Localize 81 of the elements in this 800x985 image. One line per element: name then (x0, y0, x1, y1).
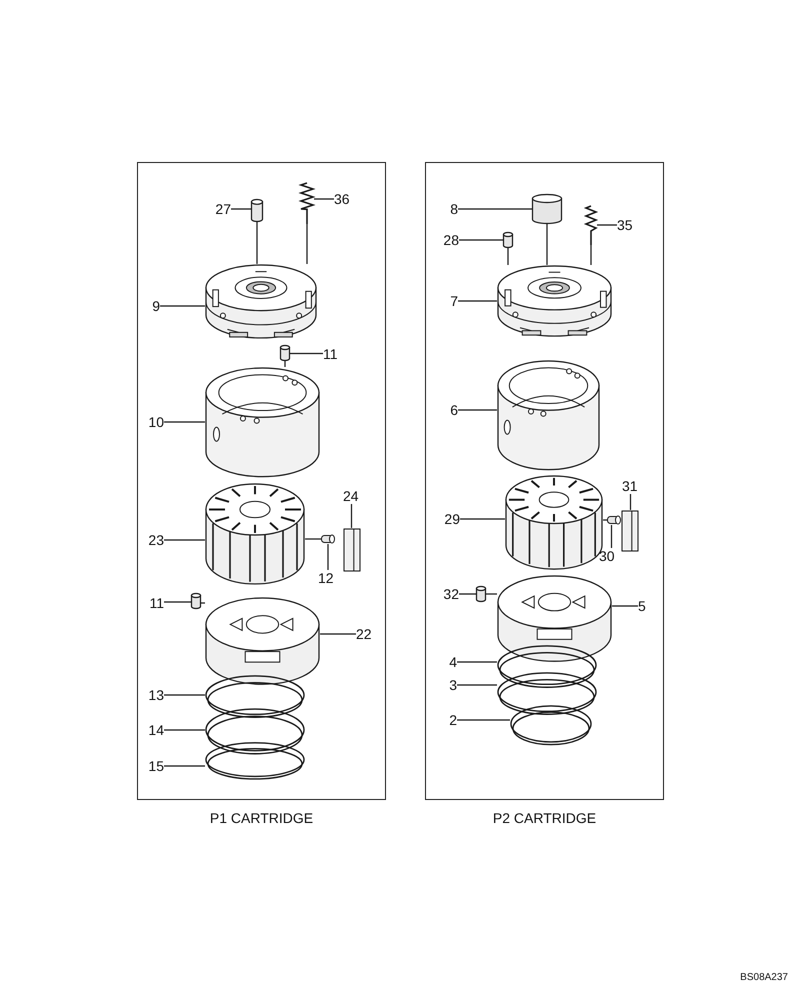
callout-number: 3 (448, 677, 457, 693)
callout-number: 24 (343, 488, 360, 504)
leader-line (320, 633, 356, 635)
callout-number: 36 (334, 191, 351, 207)
assembly-line (256, 222, 258, 264)
leader-line (164, 601, 191, 603)
panel-title: P1 CARTRIDGE (210, 810, 314, 826)
pin-drawing (280, 345, 290, 361)
callout-number: 15 (147, 758, 164, 774)
leader-line (597, 224, 617, 226)
leader-line (612, 605, 638, 607)
callout-number: 13 (147, 687, 164, 703)
cover-drawing (497, 265, 612, 338)
pin-drawing (607, 515, 621, 525)
leader-line (630, 494, 632, 510)
leader-line (164, 729, 205, 731)
callout-number: 5 (638, 598, 647, 614)
callout-number: 22 (356, 626, 373, 642)
callout-number: 29 (443, 511, 460, 527)
port-plate-drawing (205, 597, 320, 685)
port-plate-drawing (497, 575, 612, 662)
callout-number: 2 (448, 712, 457, 728)
assembly-line (486, 593, 497, 595)
callout-number: 10 (147, 414, 164, 430)
callout-number: 23 (147, 532, 164, 548)
leader-line (160, 305, 205, 307)
panel-title: P2 CARTRIDGE (492, 810, 596, 826)
leader-line (459, 593, 476, 595)
leader-line (164, 694, 205, 696)
callout-number: 14 (147, 722, 164, 738)
rotor-drawing (205, 483, 305, 585)
leader-line (458, 300, 497, 302)
pin-drawing (191, 593, 201, 609)
vane-drawing (621, 510, 639, 552)
assembly-line (546, 224, 548, 265)
leader-line (231, 208, 251, 210)
leader-line (457, 661, 497, 663)
callout-number: 32 (442, 586, 459, 602)
pin-drawing (503, 232, 513, 248)
pin-drawing (251, 199, 263, 222)
leader-line (290, 352, 323, 354)
assembly-line (305, 538, 321, 540)
leader-line (164, 539, 205, 541)
spring-drawing (300, 182, 314, 224)
cover-drawing (205, 264, 317, 340)
leader-line (458, 208, 532, 210)
leader-line (610, 525, 612, 548)
cam-ring-drawing (205, 367, 320, 479)
leader-line (458, 409, 497, 411)
pin-drawing (476, 586, 486, 602)
leader-line (457, 719, 510, 721)
leader-line (314, 198, 334, 200)
callout-number: 11 (323, 346, 340, 362)
leader-line (350, 504, 352, 528)
callout-number: 6 (449, 402, 458, 418)
callout-number: 4 (448, 654, 457, 670)
leader-line (459, 239, 503, 241)
drawing-code: BS08A237 (740, 972, 788, 983)
leader-line (164, 421, 205, 423)
cam-ring-drawing (497, 360, 600, 472)
assembly-line (507, 248, 509, 265)
leader-line (164, 765, 205, 767)
assembly-line (590, 245, 592, 265)
callout-number: 9 (151, 298, 160, 314)
leader-line (460, 518, 505, 520)
callout-number: 28 (442, 232, 459, 248)
assembly-line (306, 224, 308, 264)
callout-number: 8 (449, 201, 458, 217)
callout-number: 35 (617, 217, 634, 233)
callout-number: 27 (214, 201, 231, 217)
callout-number: 7 (449, 293, 458, 309)
leader-line (327, 544, 329, 570)
callout-number: 31 (622, 478, 639, 494)
callout-number: 30 (599, 548, 616, 564)
callout-number: 11 (147, 595, 164, 611)
vane-drawing (343, 528, 361, 572)
leader-line (457, 684, 497, 686)
cap-drawing (532, 194, 562, 224)
callout-number: 12 (318, 570, 335, 586)
spring-drawing (585, 205, 597, 245)
pin-drawing (321, 534, 335, 544)
